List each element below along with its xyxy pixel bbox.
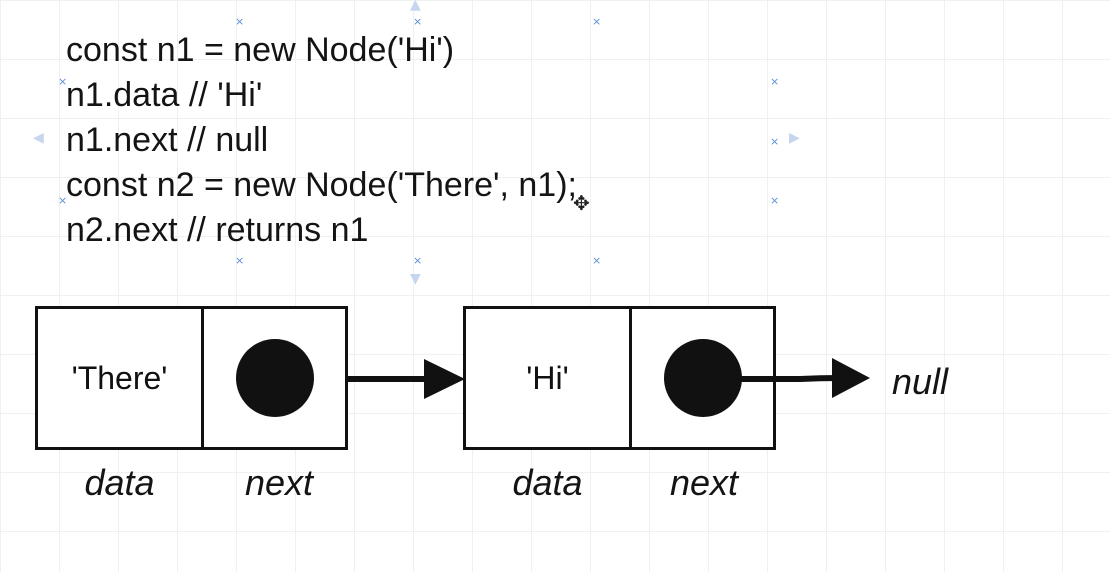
selection-handle-left-lower[interactable]: ×	[58, 194, 68, 207]
linked-list-node-there[interactable]: 'There'	[35, 306, 348, 450]
node-data-cell: 'Hi'	[466, 309, 632, 447]
node1-next-label: next	[244, 462, 314, 503]
move-cursor-icon: ✥	[573, 191, 590, 215]
selection-handle-top-right[interactable]: ×	[592, 15, 602, 28]
code-line-1: const n1 = new Node('Hi')	[66, 31, 455, 69]
selection-handle-bottom-left[interactable]: ×	[235, 254, 245, 267]
resize-arrow-up-icon[interactable]: ▲	[410, 0, 421, 13]
selection-handle-right-lower[interactable]: ×	[770, 194, 780, 207]
selection-handle-right-upper[interactable]: ×	[770, 75, 780, 88]
code-line-3: n1.next // null	[66, 121, 269, 159]
selection-handle-bottom-right[interactable]: ×	[592, 254, 602, 267]
selection-handle-left-upper[interactable]: ×	[58, 75, 68, 88]
linked-list-node-hi[interactable]: 'Hi'	[463, 306, 776, 450]
node2-data-label: data	[512, 462, 583, 503]
code-text-block[interactable]: const n1 = new Node('Hi') n1.data // 'Hi…	[66, 28, 577, 253]
node1-data-label: data	[84, 462, 155, 503]
pointer-dot-icon	[663, 339, 742, 417]
resize-arrow-right-icon[interactable]: ▶	[789, 130, 800, 146]
arrow-node2-to-null	[741, 358, 870, 398]
node-data-cell: 'There'	[38, 309, 204, 447]
arrow-node1-to-node2	[348, 359, 465, 399]
code-line-4: const n2 = new Node('There', n1);	[66, 166, 577, 204]
node2-next-label: next	[669, 462, 739, 503]
code-line-5: n2.next // returns n1	[66, 211, 369, 249]
selection-handle-bottom-mid[interactable]: ×	[413, 254, 423, 267]
resize-arrow-down-icon[interactable]: ▼	[410, 271, 421, 287]
selection-handle-right-mid[interactable]: ×	[770, 135, 780, 148]
node-next-cell	[204, 309, 345, 447]
resize-arrow-left-icon[interactable]: ◀	[33, 130, 44, 146]
node-next-cell	[632, 309, 773, 447]
null-label: null	[892, 361, 949, 402]
selection-handle-top-left[interactable]: ×	[235, 15, 245, 28]
code-line-2: n1.data // 'Hi'	[66, 76, 263, 114]
selection-handle-top-mid[interactable]: ×	[413, 15, 423, 28]
pointer-dot-icon	[235, 339, 314, 417]
